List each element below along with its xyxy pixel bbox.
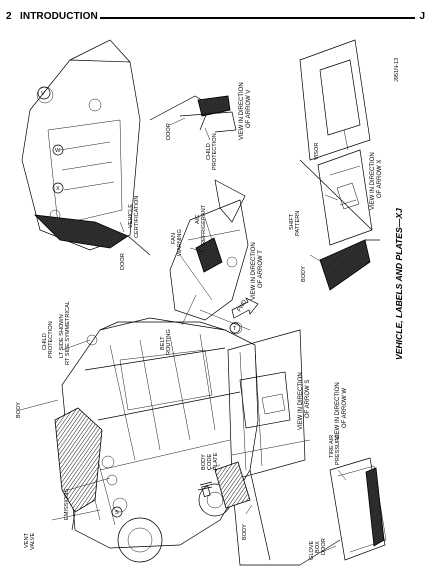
figure-code: J951N-13: [394, 58, 400, 82]
section-title: INTRODUCTION: [20, 11, 98, 22]
main-vehicle-drawing: [54, 317, 259, 563]
fwd-arrow: FWD: [231, 297, 259, 319]
view-s-line-2: OF ARROW S: [305, 380, 311, 418]
svg-text:W: W: [55, 148, 61, 154]
arrow-marker-x: X: [52, 182, 64, 194]
visor-view-x: [299, 39, 380, 291]
glove-box-view: [299, 457, 387, 566]
callout-emissions: EMISSIONS: [64, 489, 70, 520]
view-w-line-2: OF ARROW W: [342, 388, 348, 428]
callout-ac-1: A/C: [195, 215, 201, 224]
callout-body-code-2: CODE: [207, 454, 213, 470]
callout-rt-side: RT SIDE SYMMETRICAL: [65, 301, 71, 365]
view-t-line-2: OF ARROW T: [258, 250, 264, 288]
callout-shift-1: SHIFT: [289, 213, 295, 230]
callout-door-mid: DOOR: [120, 253, 126, 270]
callout-shift-2: PATTERN: [295, 211, 301, 236]
corner-mark: J: [419, 11, 425, 22]
engine-bay-view: [169, 179, 251, 331]
callout-tire-air-1: TIRE AIR: [329, 435, 335, 458]
svg-text:T: T: [233, 326, 237, 332]
arrow-marker-v: V: [37, 86, 51, 100]
view-v-line-1: VIEW IN DIRECTION: [239, 82, 245, 140]
callout-belt-2: ROUTING: [166, 329, 172, 355]
arrow-marker-w: W: [52, 144, 64, 156]
svg-text:V: V: [41, 91, 45, 97]
callout-child-v-1: CHILD: [206, 143, 212, 160]
callout-fan-2: WARNING: [177, 229, 183, 256]
callout-vehicle-cert-2: CERTIFICATION: [134, 196, 140, 238]
arrow-marker-s: S: [111, 506, 123, 518]
callout-belt-1: BELT: [160, 336, 166, 350]
callout-child-protection-1: CHILD: [42, 333, 48, 350]
callout-glove-3: DOOR: [321, 538, 327, 555]
view-x-line-2: OF ARROW X: [377, 160, 383, 198]
callout-ac-2: REFRIGERANT: [201, 204, 207, 245]
door-view-v: [149, 95, 237, 133]
callout-body-bottom: BODY: [242, 524, 248, 540]
figure-title: VEHICLE, LABELS AND PLATES—XJ: [394, 208, 404, 360]
callout-child-v-2: PROTECTION: [212, 133, 218, 170]
body-code-plate: [197, 461, 251, 509]
callout-lt-side: LT SIDE SHOWN: [59, 314, 65, 358]
view-t-line-1: VIEW IN DIRECTION: [251, 242, 257, 300]
callout-glove-1: GLOVE: [309, 540, 315, 560]
callout-body-code-1: BODY: [201, 454, 207, 470]
view-s-line-1: VIEW IN DIRECTION: [298, 372, 304, 430]
view-w-line-1: VIEW IN DIRECTION: [335, 382, 341, 440]
callout-fan-1: FAN: [171, 233, 177, 244]
arrow-marker-t: T: [229, 322, 241, 334]
callout-tire-air-2: PRESSURE: [335, 434, 341, 465]
callout-body-right: BODY: [301, 266, 307, 282]
vehicle-front-view: [21, 39, 151, 256]
page-number: 2: [6, 11, 12, 22]
door-jamb-view: [227, 329, 311, 566]
fwd-label: FWD: [237, 299, 249, 313]
callout-vent-valve-2: VALVE: [30, 533, 36, 550]
svg-text:S: S: [115, 510, 119, 516]
callout-visor: VISOR: [314, 143, 320, 160]
callout-door-v: DOOR: [166, 123, 172, 140]
callout-body-top: BODY: [16, 402, 22, 418]
header-rule: [100, 17, 415, 19]
callout-vehicle-cert-1: VEHICLE: [128, 204, 134, 228]
callout-glove-2: BOX: [315, 541, 321, 553]
callout-child-protection-2: PROTECTION: [48, 321, 54, 358]
view-v-line-2: OF ARROW V: [246, 90, 252, 128]
view-x-line-1: VIEW IN DIRECTION: [370, 152, 376, 210]
svg-text:X: X: [56, 186, 60, 192]
callout-vent-valve-1: VENT: [24, 532, 30, 548]
callout-body-code-3: PLATE: [213, 452, 219, 470]
